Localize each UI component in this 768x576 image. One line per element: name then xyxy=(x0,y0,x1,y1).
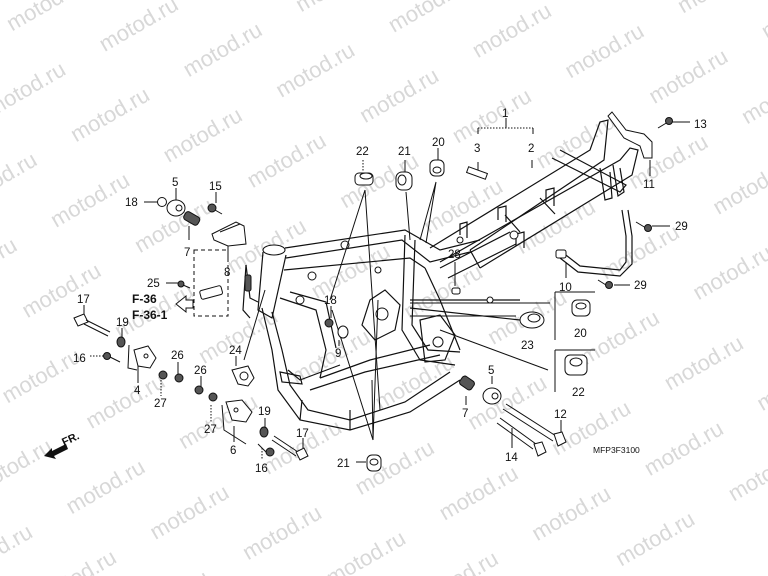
callout-29: 29 xyxy=(675,221,688,233)
callout-19: 19 xyxy=(116,317,129,329)
callout-21: 21 xyxy=(337,458,350,470)
callout-25: 25 xyxy=(147,278,160,290)
callout-22: 22 xyxy=(356,146,369,158)
callout-10: 10 xyxy=(559,282,572,294)
callout-1: 1 xyxy=(502,108,508,120)
part-18-nut xyxy=(157,197,167,207)
part-20-clip xyxy=(571,299,591,317)
part-6-bracket xyxy=(225,399,253,423)
part-28-pin xyxy=(451,287,461,295)
callout-3: 3 xyxy=(474,143,480,155)
watermark-text: motod.ru xyxy=(2,0,90,36)
callout-18: 18 xyxy=(324,295,337,307)
part-29-bolt xyxy=(635,221,652,232)
part-25-bolt xyxy=(177,280,191,289)
callout-13: 13 xyxy=(694,119,707,131)
part-12-bolt xyxy=(502,403,567,447)
callout-17: 17 xyxy=(77,294,90,306)
part-26-nut xyxy=(174,373,184,383)
part-18-nut xyxy=(324,318,334,328)
part-19-washer xyxy=(116,336,126,348)
part-17-bolt xyxy=(271,435,309,461)
callout-15: 15 xyxy=(209,181,222,193)
callout-26: 26 xyxy=(194,365,207,377)
part-24-clamp xyxy=(231,365,255,387)
part-20-clip xyxy=(429,159,445,177)
callout-21: 21 xyxy=(398,146,411,158)
callout-12: 12 xyxy=(554,409,567,421)
part-13-bolt xyxy=(657,117,673,129)
part-16-bolt xyxy=(103,352,121,363)
callout-labels: 1 2 3 4 5 5 6 7 7 8 9 10 11 12 13 14 15 … xyxy=(73,108,707,475)
part-15-bolt xyxy=(207,203,223,215)
callout-18: 18 xyxy=(125,197,138,209)
reference-link-f36[interactable]: F-36 xyxy=(132,292,157,306)
callout-19: 19 xyxy=(258,406,271,418)
callout-6: 6 xyxy=(230,445,236,457)
callout-9: 9 xyxy=(335,348,341,360)
part-5-rubber xyxy=(482,387,502,405)
part-21-clip xyxy=(366,454,382,472)
part-26-nut xyxy=(194,385,204,395)
part-17-bolt xyxy=(73,313,111,337)
part-11-bracket xyxy=(607,111,653,159)
leader-lines xyxy=(83,118,690,463)
callout-24: 24 xyxy=(229,345,242,357)
part-7-collar xyxy=(459,375,475,391)
steering-head xyxy=(262,244,286,256)
callout-7: 7 xyxy=(462,408,468,420)
part-4-bracket xyxy=(133,345,157,369)
part-21-rubber xyxy=(395,171,413,191)
part-plate xyxy=(199,285,223,300)
part-3-emblem xyxy=(465,166,489,180)
part-29-bolt xyxy=(597,279,613,289)
callout-8: 8 xyxy=(224,267,230,279)
part-8-bracket xyxy=(211,221,247,247)
reference-box xyxy=(193,249,229,317)
callout-7: 7 xyxy=(184,247,190,259)
part-14-bolt xyxy=(496,417,547,457)
part-22-clip xyxy=(564,354,588,376)
callout-5: 5 xyxy=(488,365,494,377)
diagram-code: MFP3F3100 xyxy=(593,445,640,455)
part-9-collar xyxy=(337,325,349,339)
reference-arrow xyxy=(175,294,194,314)
part-23-clamp xyxy=(519,311,545,329)
callout-5: 5 xyxy=(172,177,178,189)
callout-2: 2 xyxy=(528,143,534,155)
part-19-washer xyxy=(259,426,269,438)
part-10-stay xyxy=(555,209,633,277)
part-16-bolt xyxy=(257,443,275,457)
callout-14: 14 xyxy=(505,452,518,464)
front-arrow-icon xyxy=(44,444,68,459)
part-27-nut xyxy=(158,370,168,380)
callout-22: 22 xyxy=(572,387,585,399)
part-27-nut xyxy=(208,392,218,402)
callout-23: 23 xyxy=(521,340,534,352)
part-5-rubber xyxy=(166,199,186,217)
callout-16: 16 xyxy=(255,463,268,475)
reference-link-f36-1[interactable]: F-36-1 xyxy=(132,308,168,322)
rear-subframe xyxy=(429,119,639,269)
part-22-clamp xyxy=(354,172,374,186)
callout-20: 20 xyxy=(574,328,587,340)
callout-20: 20 xyxy=(432,137,445,149)
callout-26: 26 xyxy=(171,350,184,362)
callout-11: 11 xyxy=(643,179,655,191)
main-frame xyxy=(242,229,521,431)
callout-29: 29 xyxy=(634,280,647,292)
callout-28: 28 xyxy=(448,249,461,261)
callout-17: 17 xyxy=(296,428,309,440)
front-label: FR. xyxy=(60,430,81,448)
callout-27: 27 xyxy=(204,424,217,436)
callout-16: 16 xyxy=(73,353,86,365)
callout-4: 4 xyxy=(134,385,141,397)
callout-27: 27 xyxy=(154,398,167,410)
parts xyxy=(73,111,673,472)
part-7-collar xyxy=(183,211,201,226)
